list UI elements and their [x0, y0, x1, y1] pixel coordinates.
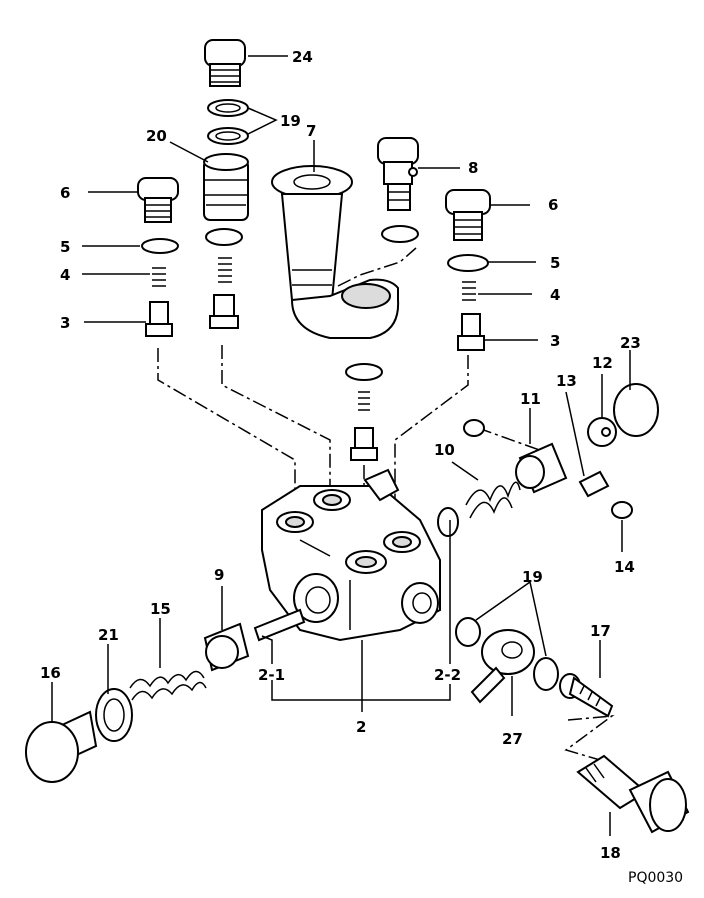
valve-center	[350, 427, 378, 461]
callout-8: 8	[468, 159, 478, 177]
oring-10	[437, 507, 459, 537]
spring-10	[465, 481, 521, 519]
washer-5-left	[141, 238, 179, 254]
plug-16	[25, 710, 98, 783]
callout-11: 11	[520, 390, 541, 408]
oring-8	[381, 225, 419, 243]
oring-center	[345, 363, 383, 381]
callout-7: 7	[306, 122, 316, 140]
drawing-code: PQ0030	[628, 870, 683, 886]
ball-11	[463, 419, 485, 437]
callout-4-left: 4	[60, 266, 70, 284]
callout-19-bottom: 19	[522, 568, 543, 586]
callout-16: 16	[40, 664, 61, 682]
plug-6-right	[445, 189, 491, 241]
callout-6-left: 6	[60, 184, 70, 202]
bolt-17	[559, 673, 614, 718]
callout-3-left: 3	[60, 314, 70, 332]
washer-5-right	[447, 254, 489, 272]
callout-5-right: 5	[550, 254, 560, 272]
callout-19-top: 19	[280, 112, 301, 130]
callout-2-2: 2-2	[434, 666, 461, 684]
pin-2-1	[253, 608, 306, 642]
bolt-18	[576, 754, 690, 834]
callout-21: 21	[98, 626, 119, 644]
sleeve-9	[203, 622, 250, 672]
callout-23: 23	[620, 334, 641, 352]
callout-13: 13	[556, 372, 577, 390]
callout-10: 10	[434, 441, 455, 459]
valve-20	[209, 294, 239, 329]
valve-3-right	[457, 313, 485, 351]
callout-5-left: 5	[60, 238, 70, 256]
spring-4-right	[462, 281, 476, 301]
callout-6-right: 6	[548, 196, 558, 214]
pin-13	[578, 470, 610, 498]
callout-2: 2	[356, 718, 366, 736]
callout-27: 27	[502, 730, 523, 748]
washer-19-top-a	[207, 99, 249, 117]
callout-24: 24	[292, 48, 313, 66]
ring-23	[613, 383, 659, 437]
screw-14	[611, 501, 633, 519]
washer-19-bottom-b	[533, 657, 559, 691]
collar-12	[587, 417, 617, 447]
callout-2-1: 2-1	[258, 666, 285, 684]
banjo-27	[470, 629, 535, 704]
oring-20	[205, 228, 243, 246]
callout-3-right: 3	[550, 332, 560, 350]
spring-4-left	[152, 267, 166, 287]
callout-4-right: 4	[550, 286, 560, 304]
callout-20: 20	[146, 127, 167, 145]
washer-21	[95, 688, 133, 742]
callout-17: 17	[590, 622, 611, 640]
callout-15: 15	[150, 600, 171, 618]
spring-15	[129, 670, 207, 701]
valve-3-left	[145, 301, 173, 337]
washer-19-bottom-a	[455, 617, 481, 647]
callout-12: 12	[592, 354, 613, 372]
fitting-8	[377, 137, 419, 211]
spring-20	[218, 257, 232, 283]
spring-center	[358, 391, 370, 411]
fitting-20	[203, 153, 249, 221]
callout-9: 9	[214, 566, 224, 584]
valve-body-2	[261, 468, 441, 642]
callout-18: 18	[600, 844, 621, 862]
body-7	[271, 165, 400, 339]
nut-11	[515, 442, 568, 494]
washer-19-top-b	[207, 127, 249, 145]
plug-24	[204, 39, 246, 87]
plug-6-left	[137, 177, 179, 223]
callout-14: 14	[614, 558, 635, 576]
